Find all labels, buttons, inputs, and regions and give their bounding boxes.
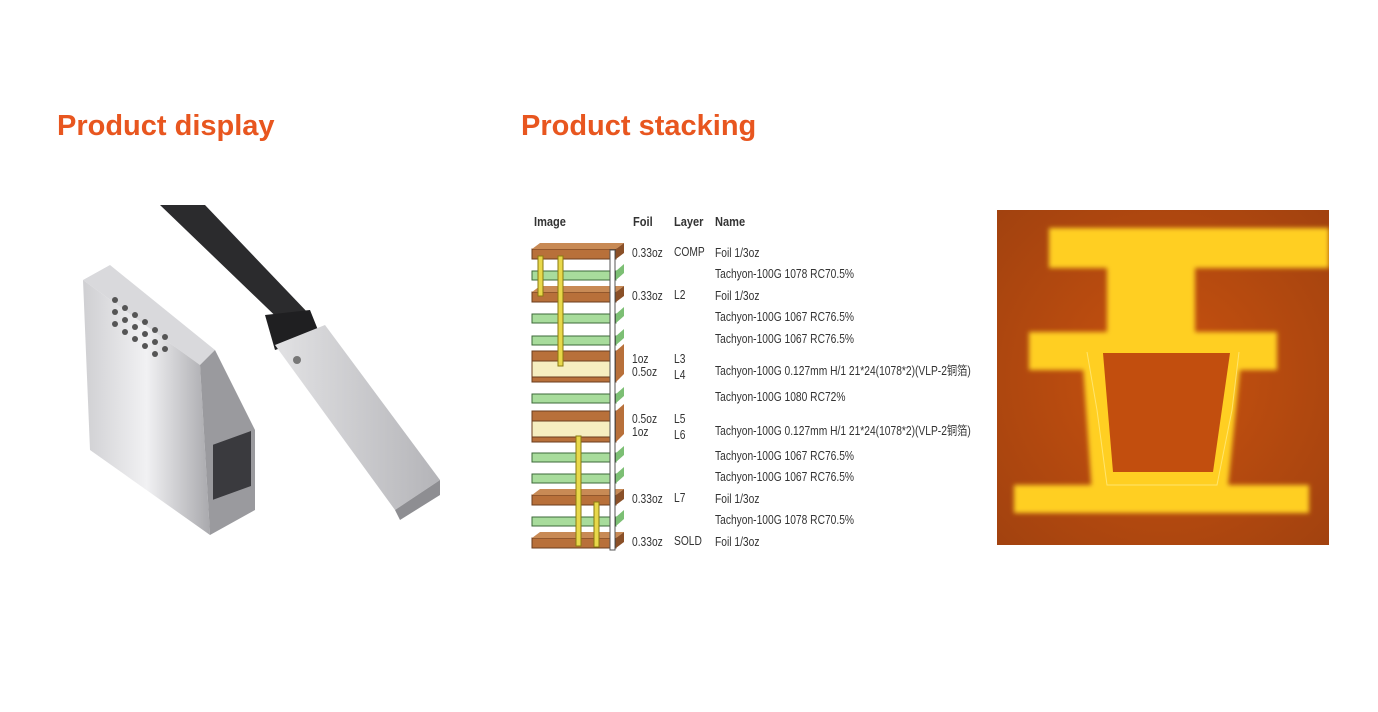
material-name: Tachyon-100G 1067 RC76.5%: [715, 449, 855, 463]
cage-connector: [83, 265, 255, 535]
foil-value: 1oz: [632, 352, 649, 366]
prepreg-layer: [531, 516, 617, 527]
foil-value: 0.33oz: [632, 535, 663, 549]
material-name: Tachyon-100G 1080 RC72%: [715, 390, 846, 404]
copper-layer: [531, 494, 617, 506]
copper-layer: [531, 410, 617, 422]
material-name: Tachyon-100G 0.127mm H/1 21*24(1078*2)(V…: [715, 364, 971, 378]
layer-value: L5: [674, 412, 686, 426]
through-via: [609, 249, 616, 551]
layer-edge: [616, 489, 624, 505]
layer-edge: [616, 387, 624, 403]
copper-layer: [531, 350, 617, 362]
layer-value: COMP: [674, 245, 705, 259]
copper-layer: [531, 436, 617, 443]
layer-top: [532, 286, 624, 292]
material-name: Foil 1/3oz: [715, 246, 760, 260]
stackup-image: [531, 243, 624, 551]
cross-section-micrograph: [997, 210, 1329, 545]
layer-value: L7: [674, 491, 686, 505]
material-name: Tachyon-100G 0.127mm H/1 21*24(1078*2)(V…: [715, 424, 971, 438]
layer-edge: [616, 446, 624, 462]
header-foil: Foil: [633, 214, 653, 229]
material-name: Tachyon-100G 1067 RC76.5%: [715, 332, 855, 346]
material-name: Tachyon-100G 1067 RC76.5%: [715, 310, 855, 324]
via-cavity: [1103, 353, 1230, 472]
copper-layer: [531, 248, 617, 260]
prepreg-layer: [531, 393, 617, 404]
layer-edge: [616, 329, 624, 345]
buried-via: [575, 435, 582, 547]
prepreg-layer: [531, 452, 617, 463]
prepreg-layer: [531, 335, 617, 346]
core-layer: [531, 420, 617, 438]
material-name: Foil 1/3oz: [715, 492, 760, 506]
layer-edge: [616, 510, 624, 526]
copper-layer: [531, 376, 617, 383]
core-layer: [531, 360, 617, 378]
material-name: Tachyon-100G 1078 RC70.5%: [715, 513, 855, 527]
prepreg-layer: [531, 270, 617, 281]
layer-edge: [616, 344, 624, 382]
layer-value: L6: [674, 428, 686, 442]
foil-value: 0.5oz: [632, 365, 658, 379]
material-name: Tachyon-100G 1078 RC70.5%: [715, 267, 855, 281]
layer-edge: [616, 404, 624, 442]
material-name: Foil 1/3oz: [715, 535, 760, 549]
foil-value: 0.5oz: [632, 412, 658, 426]
product-photo: [83, 205, 440, 535]
prepreg-layer: [531, 473, 617, 484]
cable-assembly: [160, 205, 440, 520]
foil-value: 0.33oz: [632, 492, 663, 506]
stackup-table: Image Foil Layer Name 0.33oz COMP Foil 1/3…: [528, 208, 993, 558]
material-name: Tachyon-100G 1067 RC76.5%: [715, 470, 855, 484]
layer-edge: [616, 264, 624, 280]
layer-value: L2: [674, 288, 686, 302]
product-display-title: Product display: [57, 110, 275, 142]
copper-layer: [531, 537, 617, 549]
foil-value: 0.33oz: [632, 289, 663, 303]
copper-layer: [531, 291, 617, 303]
header-name: Name: [715, 214, 746, 229]
layer-value: L3: [674, 352, 686, 366]
foil-value: 1oz: [632, 425, 649, 439]
layer-edge: [616, 467, 624, 483]
header-image: Image: [534, 214, 566, 229]
layer-edge: [616, 532, 624, 548]
foil-value: 0.33oz: [632, 246, 663, 260]
prepreg-layer: [531, 313, 617, 324]
material-name: Foil 1/3oz: [715, 289, 760, 303]
product-stacking-title: Product stacking: [521, 110, 757, 142]
blind-via: [537, 255, 544, 297]
buried-via: [557, 255, 564, 367]
layer-edge: [616, 307, 624, 323]
layer-edge: [616, 286, 624, 302]
layer-value: SOLD: [674, 534, 702, 548]
header-layer: Layer: [674, 214, 704, 229]
blind-via: [593, 501, 600, 548]
layer-value: L4: [674, 368, 686, 382]
layer-top: [532, 243, 624, 249]
layer-edge: [616, 243, 624, 259]
